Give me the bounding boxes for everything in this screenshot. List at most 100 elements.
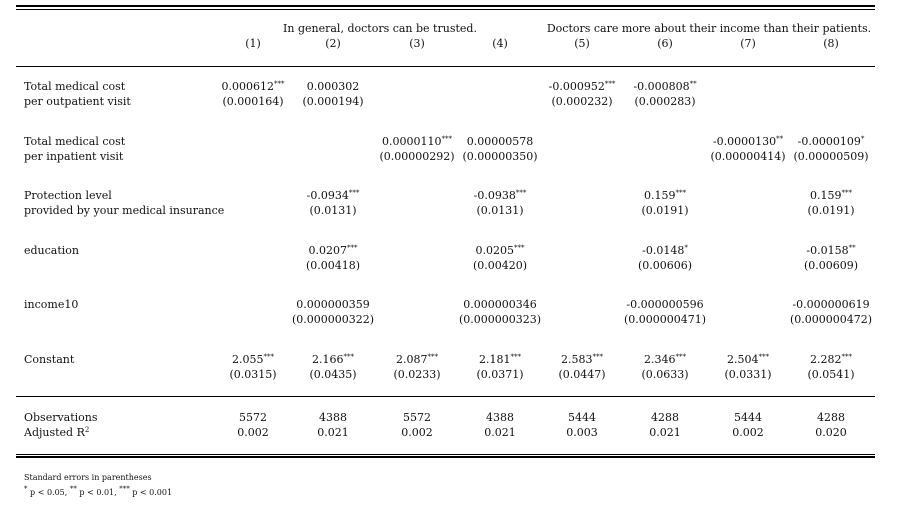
stats-rule <box>16 396 875 397</box>
coefficient-cell: 2.055*** <box>232 353 274 367</box>
coefficient-cell: -0.0000130** <box>713 135 783 149</box>
stat-value: 4388 <box>319 411 347 424</box>
group-header-trust: In general, doctors can be trusted. <box>283 22 477 35</box>
coefficient-cell: 0.159*** <box>644 189 686 203</box>
column-number-4: (4) <box>492 37 508 50</box>
standard-error-cell: (0.00000350) <box>462 150 538 163</box>
coefficient-value: -0.000808 <box>633 80 690 93</box>
coefficient-value: -0.000000596 <box>626 298 704 311</box>
significance-stars: *** <box>841 353 853 361</box>
note-stars: ** <box>69 485 77 493</box>
note-text: p < 0.05, <box>27 488 70 497</box>
coefficient-cell: 0.159*** <box>810 189 852 203</box>
significance-stars: *** <box>604 80 616 88</box>
significance-stars: *** <box>274 80 285 88</box>
coefficient-value: 0.159 <box>644 189 676 202</box>
coefficient-cell: 0.0205*** <box>476 244 525 258</box>
significance-stars: * <box>684 244 688 252</box>
significance-stars: *** <box>343 353 355 361</box>
coefficient-value: 0.000612 <box>221 80 275 93</box>
standard-error-cell: (0.000164) <box>222 95 284 108</box>
stat-label: Observations <box>24 411 98 425</box>
coefficient-cell: -0.0000109* <box>798 135 865 149</box>
coefficient-cell: -0.000952*** <box>549 80 616 94</box>
note-stars: *** <box>119 485 130 493</box>
standard-error-cell: (0.0191) <box>641 204 689 217</box>
standard-error-cell: (0.0435) <box>309 368 357 381</box>
significance-stars: *** <box>675 189 687 197</box>
stat-value: 0.002 <box>732 426 764 439</box>
standard-error-cell: (0.0131) <box>309 204 357 217</box>
stat-label-superscript: 2 <box>84 426 90 434</box>
significance-stars: *** <box>514 244 525 252</box>
note-stars: * <box>24 485 28 493</box>
standard-error-cell: (0.00000292) <box>379 150 455 163</box>
coefficient-value: -0.0000130 <box>712 135 777 148</box>
significance-stars: * <box>860 135 865 143</box>
coefficient-value: -0.0158 <box>806 244 849 257</box>
standard-error-cell: (0.00606) <box>637 259 693 272</box>
standard-error-cell: (0.0131) <box>476 204 524 217</box>
significance-stars: *** <box>348 189 360 197</box>
standard-error-cell: (0.0191) <box>807 204 855 217</box>
coefficient-value: 0.0205 <box>475 244 515 257</box>
stat-value: 0.021 <box>317 426 349 439</box>
stat-value: 5444 <box>734 411 762 424</box>
coefficient-value: -0.0148 <box>642 244 685 257</box>
note-text: p < 0.01, <box>76 488 120 497</box>
row-label: Total medical cost <box>24 80 126 93</box>
stat-value: 5572 <box>403 411 431 424</box>
coefficient-cell: 2.282*** <box>810 353 852 367</box>
significance-stars: *** <box>758 353 770 361</box>
coefficient-cell: -0.000808** <box>633 80 696 94</box>
coefficient-value: -0.0000109 <box>797 135 861 148</box>
coefficient-cell: -0.0158** <box>806 244 855 258</box>
stat-value: 5572 <box>239 411 267 424</box>
column-number-2: (2) <box>325 37 341 50</box>
row-label: per outpatient visit <box>24 95 131 108</box>
column-number-7: (7) <box>740 37 756 50</box>
coefficient-value: 2.346 <box>644 353 676 366</box>
coefficient-value: 0.00000578 <box>466 135 534 148</box>
stat-value: 0.020 <box>815 426 847 439</box>
significance-stars: *** <box>841 189 853 197</box>
coefficient-value: 2.504 <box>727 353 759 366</box>
column-number-5: (5) <box>574 37 590 50</box>
row-label: provided by your medical insurance <box>24 204 225 217</box>
coefficient-value: 2.055 <box>232 353 264 366</box>
significance-stars: ** <box>848 244 856 252</box>
coefficient-cell: 0.000000359 <box>296 298 369 312</box>
coefficient-value: 0.000302 <box>306 80 360 93</box>
row-label: Total medical cost <box>24 135 126 148</box>
column-number-8: (8) <box>823 37 839 50</box>
coefficient-cell: 0.00000578 <box>467 135 533 149</box>
header-rule <box>16 66 875 67</box>
significance-stars: *** <box>427 353 439 361</box>
row-label: per inpatient visit <box>24 150 124 163</box>
significance-stars: *** <box>515 189 527 197</box>
coefficient-cell: -0.0934*** <box>307 189 360 203</box>
standard-error-cell: (0.00000509) <box>793 150 869 163</box>
coefficient-cell: 2.504*** <box>727 353 769 367</box>
standard-error-cell: (0.00609) <box>803 259 859 272</box>
note-significance: * p < 0.05, ** p < 0.01, *** p < 0.001 <box>24 485 172 498</box>
coefficient-cell: -0.000000596 <box>626 298 703 312</box>
row-label: Protection level <box>24 189 112 202</box>
stat-value: 0.003 <box>566 426 598 439</box>
coefficient-cell: 2.181*** <box>479 353 521 367</box>
standard-error-cell: (0.0233) <box>393 368 441 381</box>
coefficient-value: -0.0938 <box>473 189 516 202</box>
standard-error-cell: (0.0541) <box>807 368 855 381</box>
coefficient-value: 2.282 <box>810 353 842 366</box>
coefficient-cell: 2.346*** <box>644 353 686 367</box>
stat-label-text: Observations <box>24 411 98 424</box>
standard-error-cell: (0.00418) <box>305 259 361 272</box>
coefficient-value: -0.0934 <box>306 189 349 202</box>
top-rule-thin <box>16 9 875 10</box>
row-label: Constant <box>24 353 75 366</box>
coefficient-cell: -0.0148* <box>642 244 688 258</box>
coefficient-cell: -0.0938*** <box>474 189 527 203</box>
coefficient-cell: 0.000000346 <box>463 298 536 312</box>
standard-error-cell: (0.000283) <box>634 95 696 108</box>
